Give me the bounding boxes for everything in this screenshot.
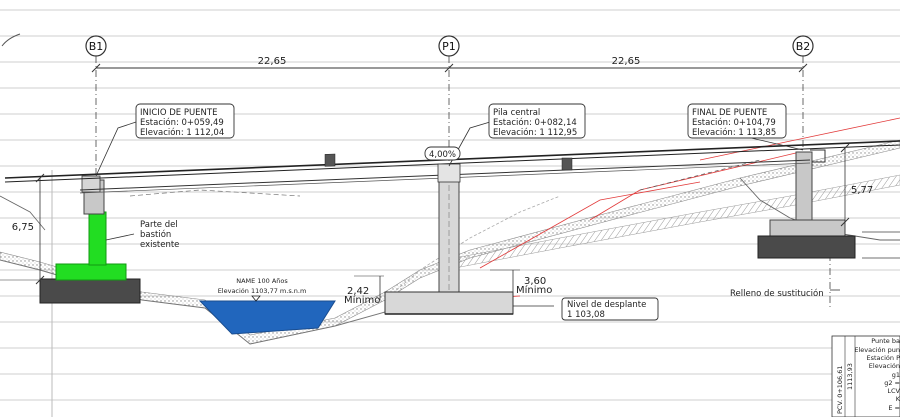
table-row-2: Elevación pun [854,346,900,354]
right-height-label: 5,77 [851,185,873,196]
axis-b2: B2 [792,35,831,310]
table-vertical-station: PCV. 0+106,61 [836,365,844,414]
guide-lines [449,117,900,301]
table-row-1: Punte ba [871,337,900,345]
existing-abutment-stem [88,211,107,266]
table-vertical-elevation: 1113,93 [846,363,854,390]
min-right-value: 3,60 [524,276,546,287]
callout-start-title: INICIO DE PUENTE [140,108,217,118]
abutment-note-line2: bastión [140,229,171,240]
callout-center-station: Estación: 0+082,14 [493,117,577,128]
table-row-7: LCV [887,387,900,395]
existing-abutment-footing [55,263,127,281]
abutment-note-line1: Parte del [140,220,178,230]
table-row-6: g2 = [884,379,900,387]
right-foundation-block [757,235,856,259]
span-left-label: 22,65 [258,56,287,67]
callout-center: Pila central Estación: 0+082,14 Elevació… [488,103,586,139]
callout-end-elevation: Elevación: 1 113,85 [692,127,776,138]
corner-mark [1,33,21,47]
min-right-label: Mínimo [516,284,552,296]
right-height-dimension: 5,77 [840,143,873,227]
water-level-title: NAME 100 Años [236,277,288,285]
abutment-note: Parte del bastión existente [140,220,179,250]
callout-end: FINAL DE PUENTE Estación: 0+104,79 Eleva… [687,103,787,139]
terrain [0,139,900,345]
right-footing [769,219,846,239]
axis-b1: B1 [85,35,107,180]
min-cover-right: 3,60 Mínimo [490,269,552,296]
right-abutment [757,151,900,259]
callout-end-title: FINAL DE PUENTE [692,108,767,118]
foundation-value: 1 103,08 [567,310,605,320]
diaphragm-right [561,157,573,171]
table-row-9: E = [888,404,900,412]
left-foundation-block [39,278,141,304]
pier-cap [437,163,461,183]
callout-start-elevation: Elevación: 1 112,04 [140,127,224,138]
callout-center-title: Pila central [493,108,540,118]
table-row-3: Estación P [867,354,900,362]
foundation-callout: Nivel de desplante 1 103,08 [561,297,659,321]
span-dimension: 22,65 22,65 [91,56,808,73]
left-height-label: 6,75 [12,222,34,233]
callout-start: INICIO DE PUENTE Estación: 0+059,49 Elev… [135,103,235,139]
abutment-note-line3: existente [140,240,179,250]
central-pier [384,179,514,315]
old-grade-line [129,189,301,197]
callout-center-elevation: Elevación: 1 112,95 [493,127,577,138]
axis-b1-label: B1 [89,40,104,53]
left-height-dimension: 6,75 [0,173,45,285]
diaphragm-left [324,153,336,167]
min-left-value: 2,42 [347,286,369,297]
right-stem [795,151,813,223]
slope-badge: 4,00% [424,146,461,161]
table-row-8: K [896,395,900,403]
water-level-elevation: Elevación 1103,77 m.s.n.m [218,287,307,295]
profile-table-fragment: PCV. 0+106,61 1113,93 Punte ba Elevación… [831,335,900,417]
span-right-label: 22,65 [612,56,641,67]
axis-p1-label: P1 [442,40,456,53]
min-cover-left: 2,42 Mínimo [344,275,384,306]
pier-footing [384,291,514,315]
min-left-label: Mínimo [344,294,380,306]
water-body: NAME 100 Años Elevación 1103,77 m.s.n.m [198,277,336,335]
slope-value: 4,00% [429,150,456,160]
callout-end-station: Estación: 0+104,79 [692,117,776,128]
left-abutment [39,175,141,304]
table-row-4: Elevación [869,362,900,370]
water-level-marker [251,295,261,302]
fill-note: Relleno de sustitución [730,288,824,299]
table-row-5: g1 [892,371,900,379]
axis-b2-label: B2 [796,40,811,53]
foundation-title: Nivel de desplante [567,300,646,310]
callout-start-station: Estación: 0+059,49 [140,117,224,128]
